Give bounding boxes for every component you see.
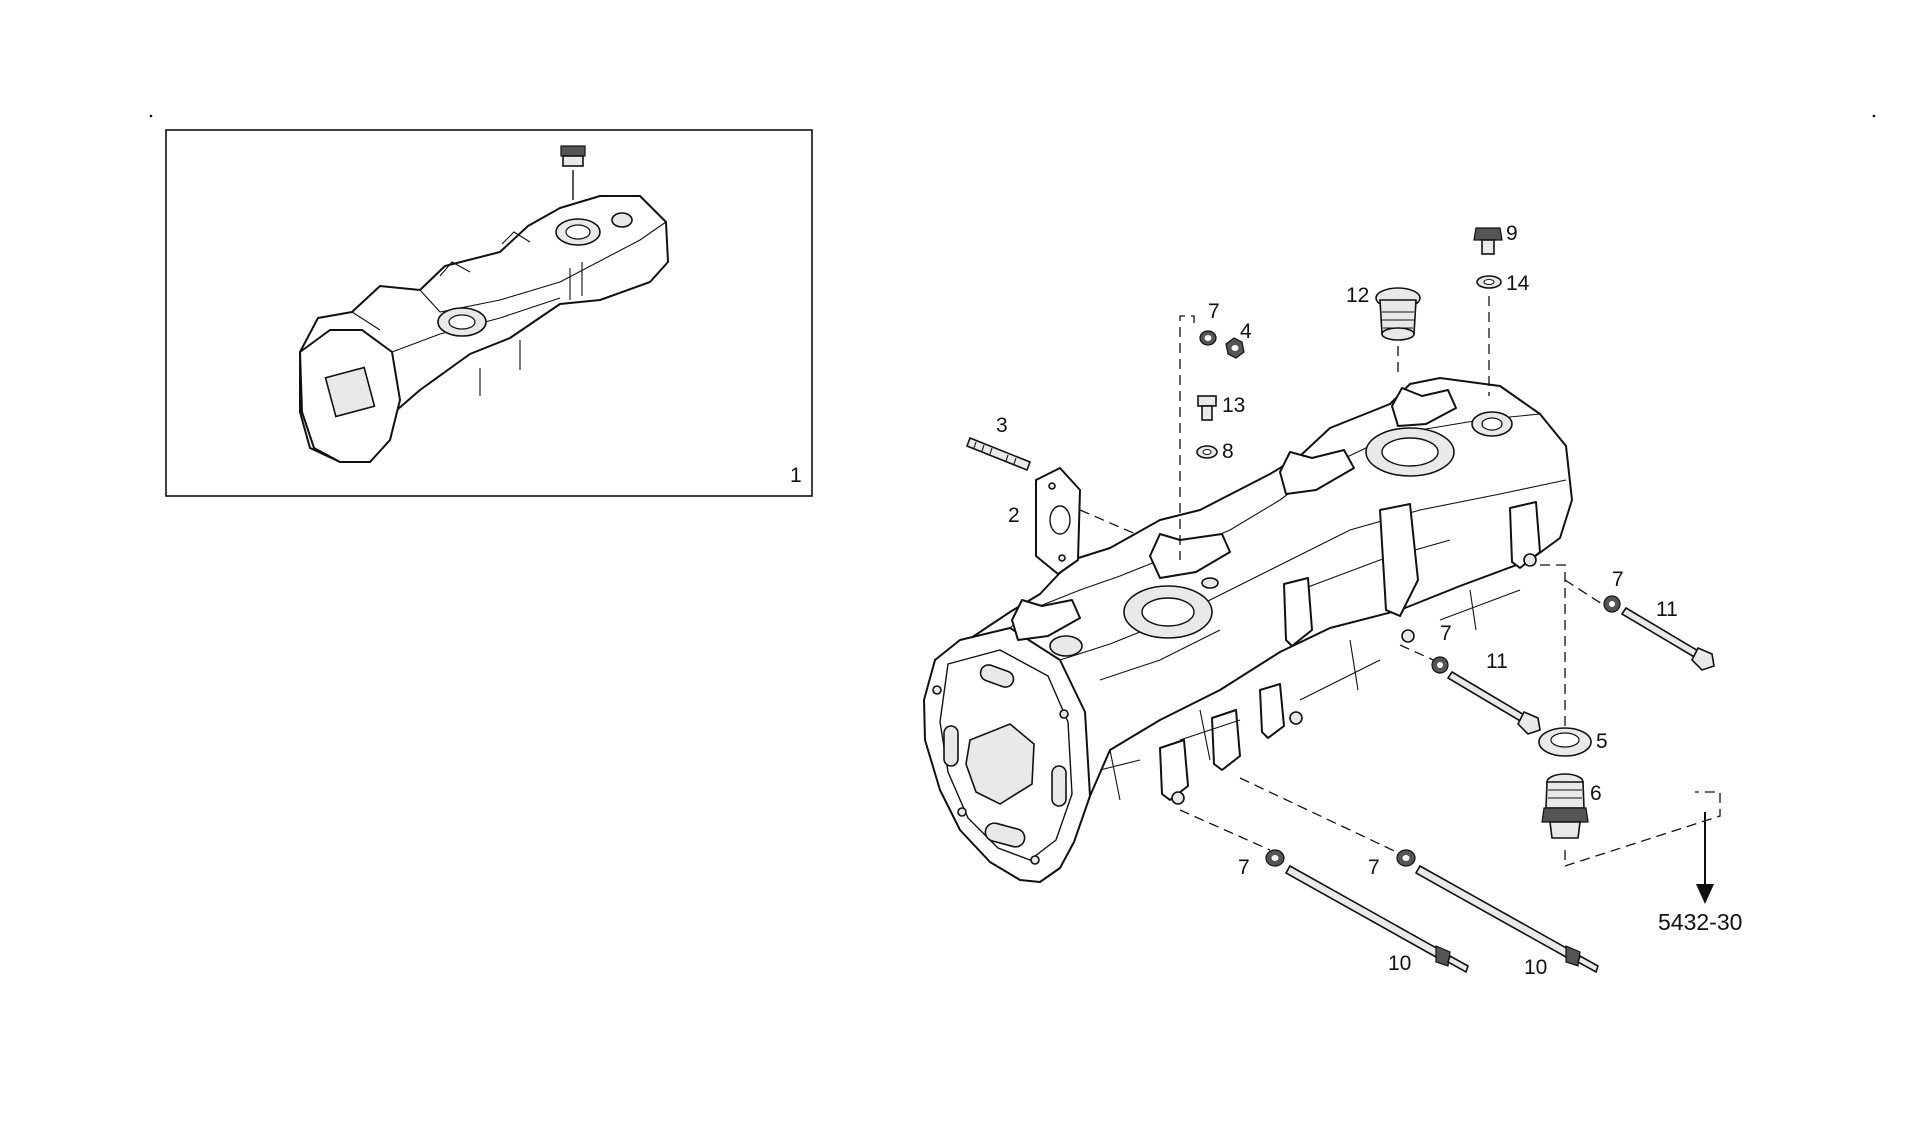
bolt-part-13	[1197, 395, 1217, 421]
callout-7-top: 7	[1208, 300, 1220, 323]
inset-label: 1	[790, 464, 802, 487]
washer-part-7-right-upper	[1603, 595, 1621, 613]
inset-plug	[560, 145, 586, 167]
long-stud-part-10-left	[1284, 864, 1469, 974]
washer-part-7-bottom-right	[1396, 849, 1416, 867]
callout-14: 14	[1506, 272, 1530, 295]
callout-7-bottom-right: 7	[1368, 856, 1380, 879]
callout-10-left: 10	[1388, 952, 1411, 975]
callout-7-right-lower: 7	[1440, 622, 1452, 645]
nut-part-4	[1225, 337, 1245, 359]
main-housing	[923, 377, 1573, 883]
callout-2: 2	[1008, 504, 1020, 527]
assembly-dash-lines	[1079, 296, 1721, 867]
bolt-part-9	[1473, 227, 1503, 255]
washer-part-14	[1476, 275, 1502, 289]
callout-4: 4	[1240, 320, 1252, 343]
washer-part-7-right-lower	[1431, 656, 1449, 674]
reference-code: 5432-30	[1658, 909, 1742, 935]
callout-11-lower: 11	[1486, 650, 1508, 673]
inset-assembly-view: 1	[165, 129, 813, 497]
callout-9: 9	[1506, 222, 1518, 245]
washer-part-7-top	[1199, 330, 1217, 346]
callout-11-upper: 11	[1656, 598, 1678, 621]
plug-part-12	[1375, 287, 1421, 341]
callout-10-right: 10	[1524, 956, 1547, 979]
callout-labels: 3 2 7 4 13 8 12 9 14 7 11 7 11 5 6 7 7 1…	[996, 222, 1742, 979]
corner-mark-right	[1872, 114, 1876, 118]
bolt-part-11-lower	[1446, 670, 1541, 735]
bolt-part-11-upper	[1620, 606, 1715, 671]
callout-5: 5	[1596, 730, 1608, 753]
fitting-part-6	[1541, 773, 1589, 839]
callout-7-right-upper: 7	[1612, 568, 1624, 591]
callout-12: 12	[1346, 284, 1369, 307]
callout-13: 13	[1222, 394, 1245, 417]
callout-3: 3	[996, 414, 1008, 437]
inset-housing	[299, 195, 669, 463]
corner-mark-left	[149, 114, 153, 118]
washer-part-7-bottom-left	[1265, 849, 1285, 867]
stud-part-3	[965, 436, 1032, 472]
long-stud-part-10-right	[1414, 864, 1599, 974]
reference-arrow	[1696, 812, 1714, 904]
washer-part-8	[1196, 445, 1218, 459]
callout-8: 8	[1222, 440, 1234, 463]
callout-6: 6	[1590, 782, 1602, 805]
seal-ring-part-5	[1538, 727, 1592, 757]
callout-7-bottom-left: 7	[1238, 856, 1250, 879]
gasket-part-2	[1035, 467, 1081, 575]
